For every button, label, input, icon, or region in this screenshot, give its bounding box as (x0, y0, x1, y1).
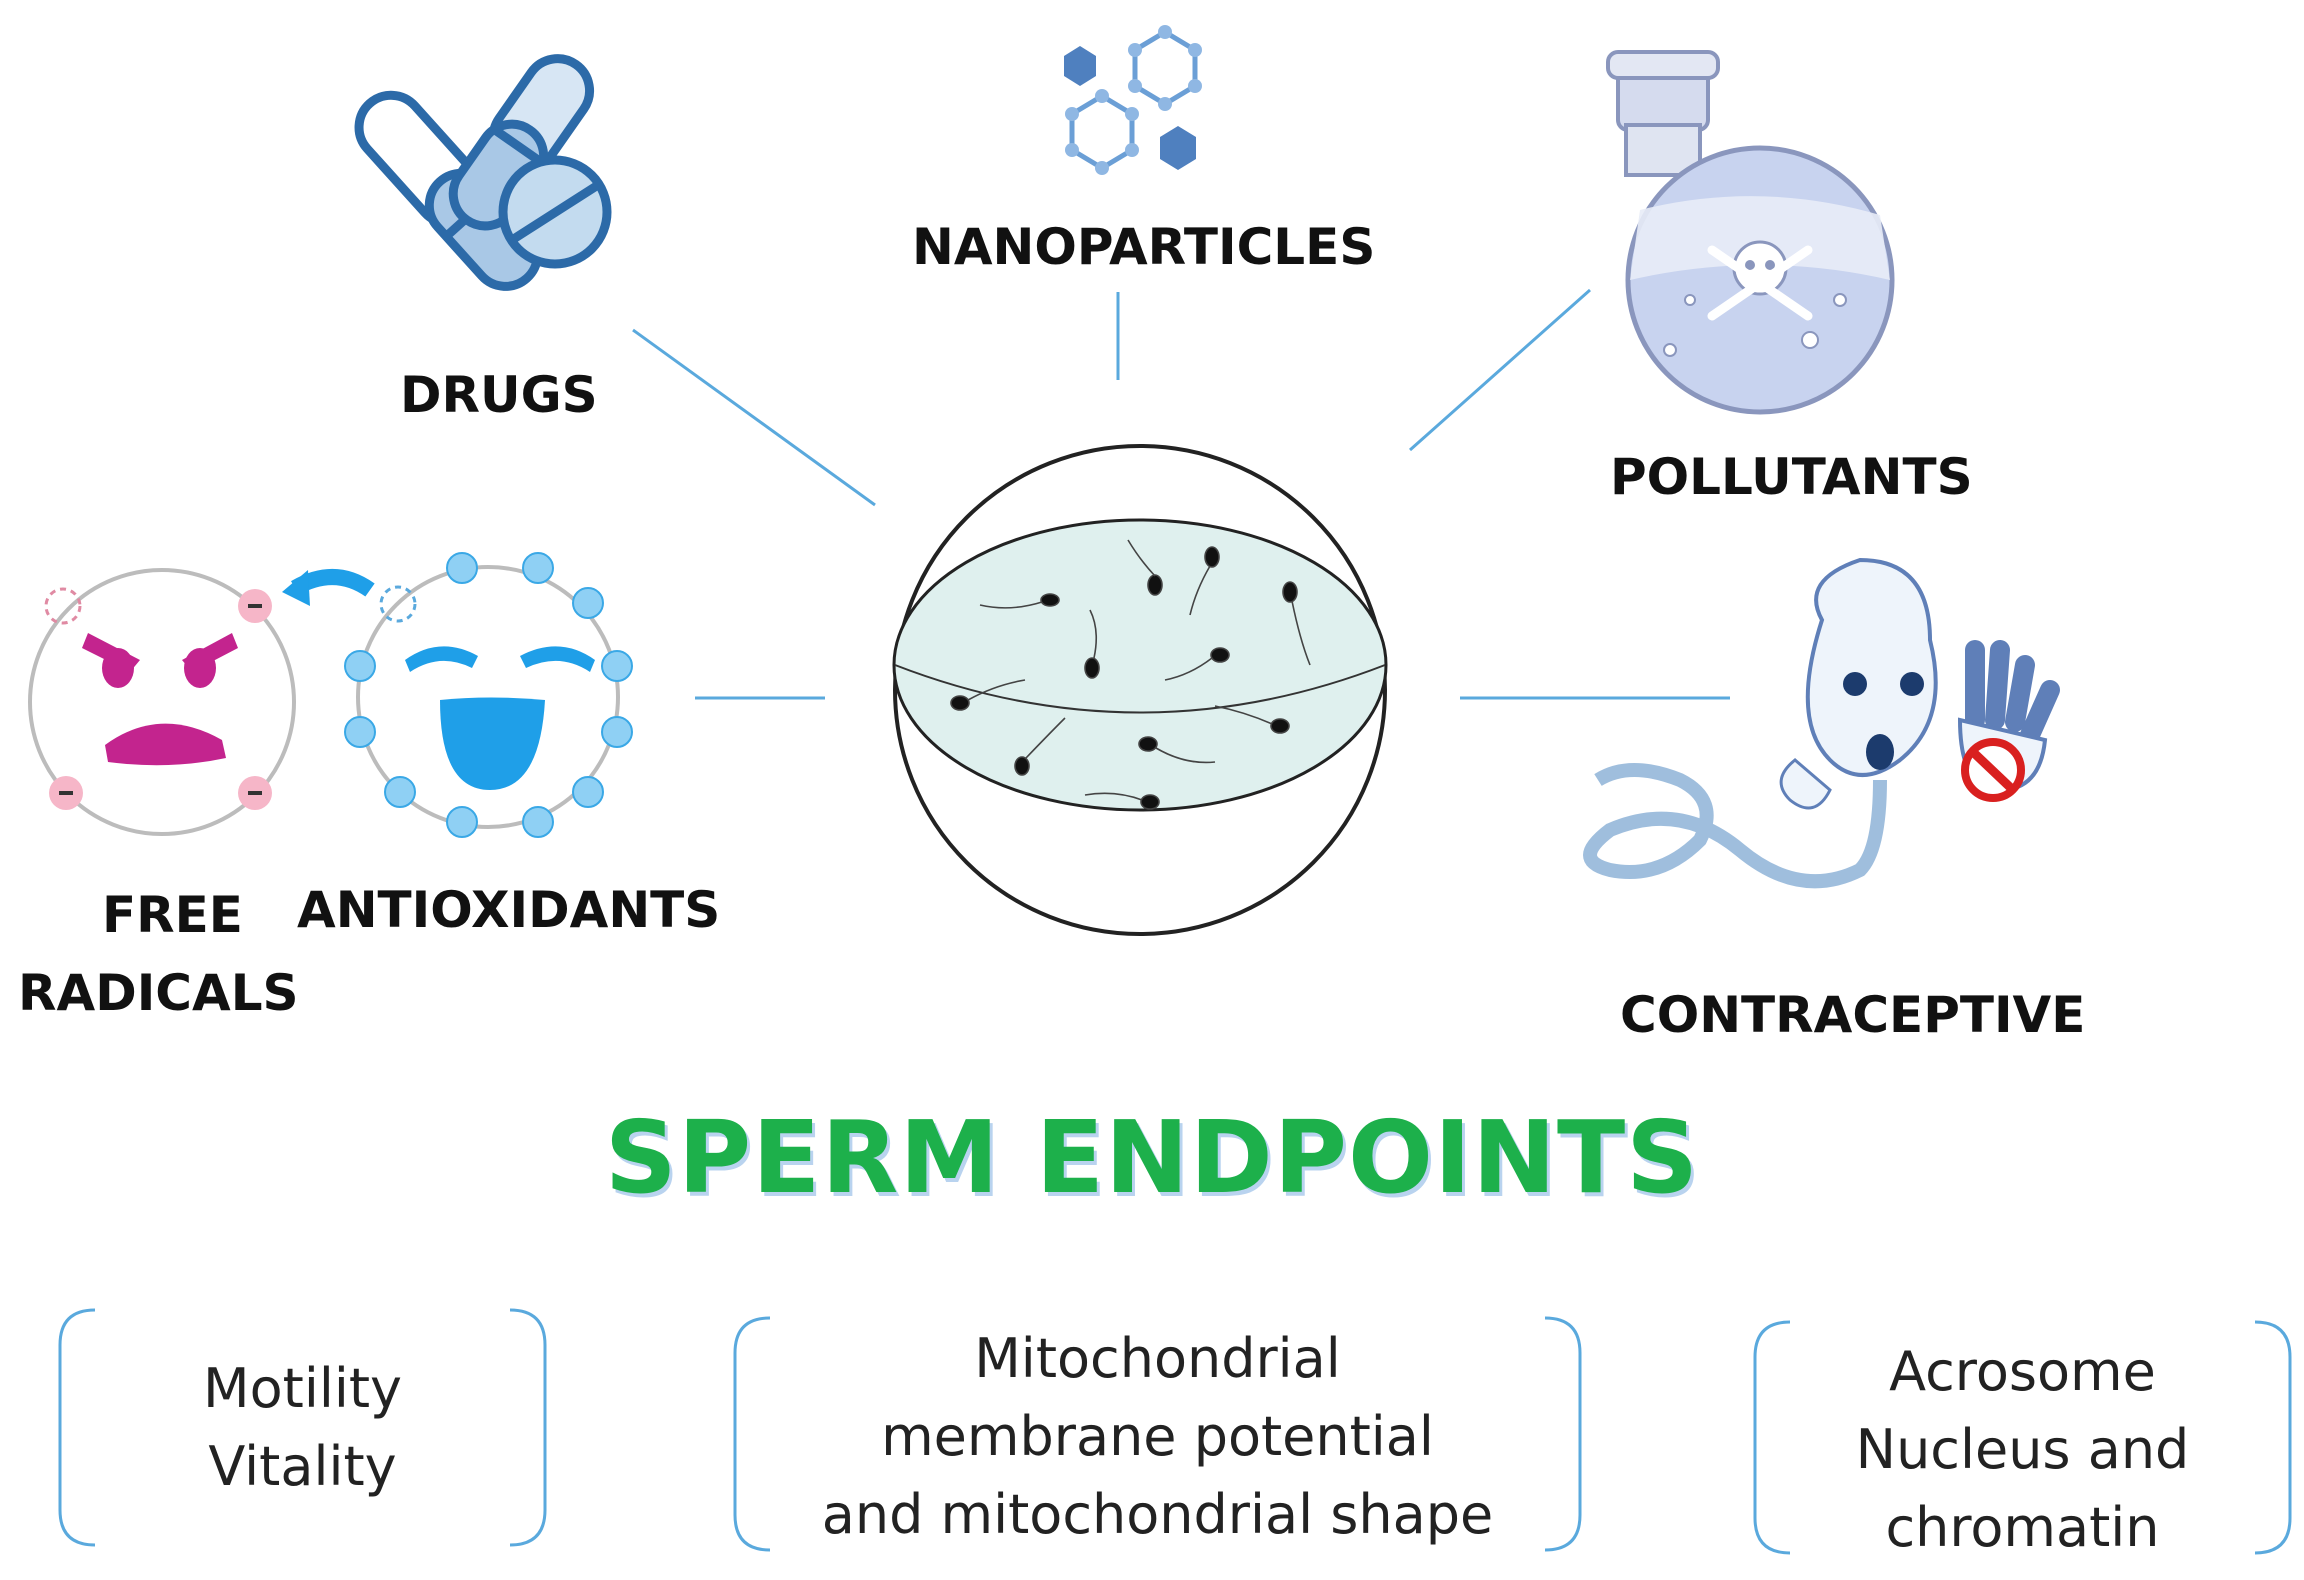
endpoint-box-2-right (1544, 1316, 1582, 1552)
endpoint-3-line-1: Acrosome (1889, 1340, 2156, 1403)
endpoint-box-1-left (58, 1308, 96, 1547)
hexagon-molecules-icon (1064, 25, 1202, 175)
connector-pollutants (1409, 288, 1591, 452)
endpoint-3-line-2: Nucleus and (1855, 1418, 2190, 1481)
page-title: SPERM ENDPOINTS (604, 1099, 1700, 1216)
endpoint-3-line-3: chromatin (1885, 1496, 2160, 1559)
connector-drugs (632, 328, 876, 507)
endpoint-1-line-1: Motility (203, 1357, 402, 1420)
label-contraceptive: CONTRACEPTIVE (1620, 986, 2086, 1044)
label-nanoparticles: NANOPARTICLES (912, 218, 1376, 276)
endpoint-box-1: Motility Vitality (60, 1350, 545, 1506)
label-free: FREE (102, 886, 243, 944)
endpoint-2-line-3: and mitochondrial shape (821, 1483, 1494, 1546)
happy-antioxidant-face-icon (344, 552, 633, 838)
endpoint-box-1-right (509, 1308, 547, 1547)
label-pollutants: POLLUTANTS (1610, 448, 1973, 506)
endpoint-2-line-1: Mitochondrial (974, 1327, 1341, 1390)
label-drugs: DRUGS (400, 366, 598, 424)
label-antioxidants: ANTIOXIDANTS (297, 881, 721, 939)
endpoint-1-line-2: Vitality (208, 1435, 397, 1498)
endpoint-2-line-2: membrane potential (881, 1405, 1434, 1468)
arrow-head-icon (282, 570, 310, 606)
stop-sperm-icon (1583, 557, 2060, 889)
poison-flask-icon (1606, 50, 1895, 415)
pills-icon (354, 54, 612, 291)
connector-lines (632, 288, 1730, 700)
angry-radical-face-icon (28, 568, 296, 836)
endpoint-box-3-left (1753, 1320, 1791, 1555)
endpoint-box-2: Mitochondrial membrane potential and mit… (735, 1320, 1580, 1554)
endpoint-box-2-left (733, 1316, 771, 1552)
endpoint-box-3: Acrosome Nucleus and chromatin (1755, 1333, 2290, 1567)
petri-dish-sperm-icon (892, 444, 1388, 936)
endpoint-box-3-right (2254, 1320, 2292, 1555)
endpoint-boxes (58, 1308, 2292, 1555)
label-radicals: RADICALS (18, 964, 299, 1022)
